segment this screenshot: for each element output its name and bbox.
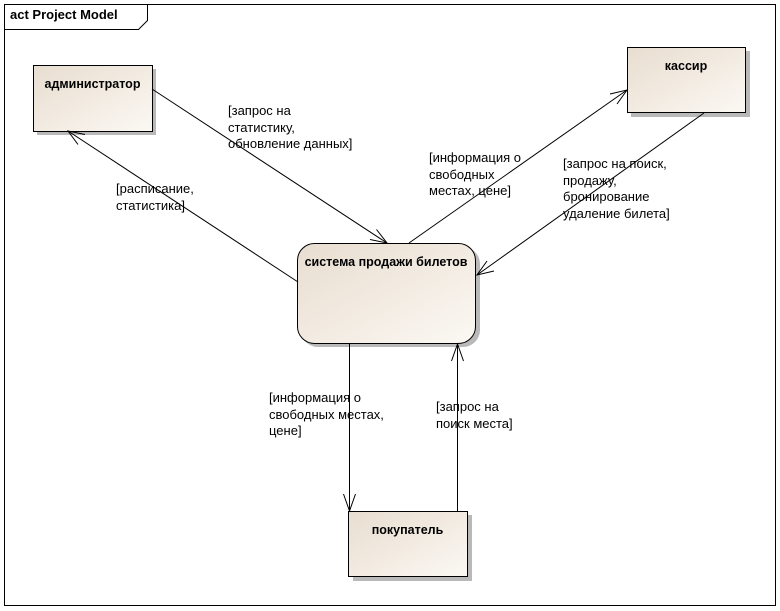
edge-label-system-to-admin: [расписание, статистика] — [116, 181, 194, 213]
node-system-label: система продажи билетов — [304, 255, 468, 269]
edge-label-system-to-buyer: [информация о свободных местах, цене] — [269, 390, 384, 438]
node-admin[interactable] — [33, 65, 153, 132]
node-system[interactable] — [297, 243, 476, 344]
edge-label-cashier-to-system: [запрос на поиск, продажу, бронирование … — [563, 156, 670, 221]
edge-system-to-cashier — [408, 89, 628, 244]
node-cashier-label: кассир — [664, 59, 708, 73]
edge-label-system-to-cashier: [информация о свободных местах, цене] — [429, 150, 521, 198]
arrowhead-system-to-buyer — [343, 493, 356, 513]
arrowhead-buyer-to-system — [451, 342, 464, 362]
node-buyer[interactable] — [348, 511, 468, 577]
frame-title-tab — [4, 4, 148, 30]
edge-admin-to-system — [151, 88, 388, 244]
node-cashier[interactable] — [627, 47, 746, 113]
edge-label-admin-to-system: [запрос на статистику, обновление данных… — [228, 103, 353, 151]
arrowhead-admin-to-system — [369, 229, 389, 244]
edge-label-buyer-to-system: [запрос на поиск места] — [436, 399, 513, 431]
arrowhead-system-to-admin — [66, 130, 86, 145]
node-admin-label: администратор — [44, 77, 141, 91]
arrowhead-cashier-to-system — [475, 260, 495, 276]
node-buyer-label: покупатель — [371, 523, 444, 537]
edge-cashier-to-system — [476, 112, 705, 276]
edge-system-to-admin — [67, 130, 299, 283]
frame-title: act Project Model — [10, 7, 118, 22]
arrowhead-system-to-cashier — [609, 89, 629, 105]
